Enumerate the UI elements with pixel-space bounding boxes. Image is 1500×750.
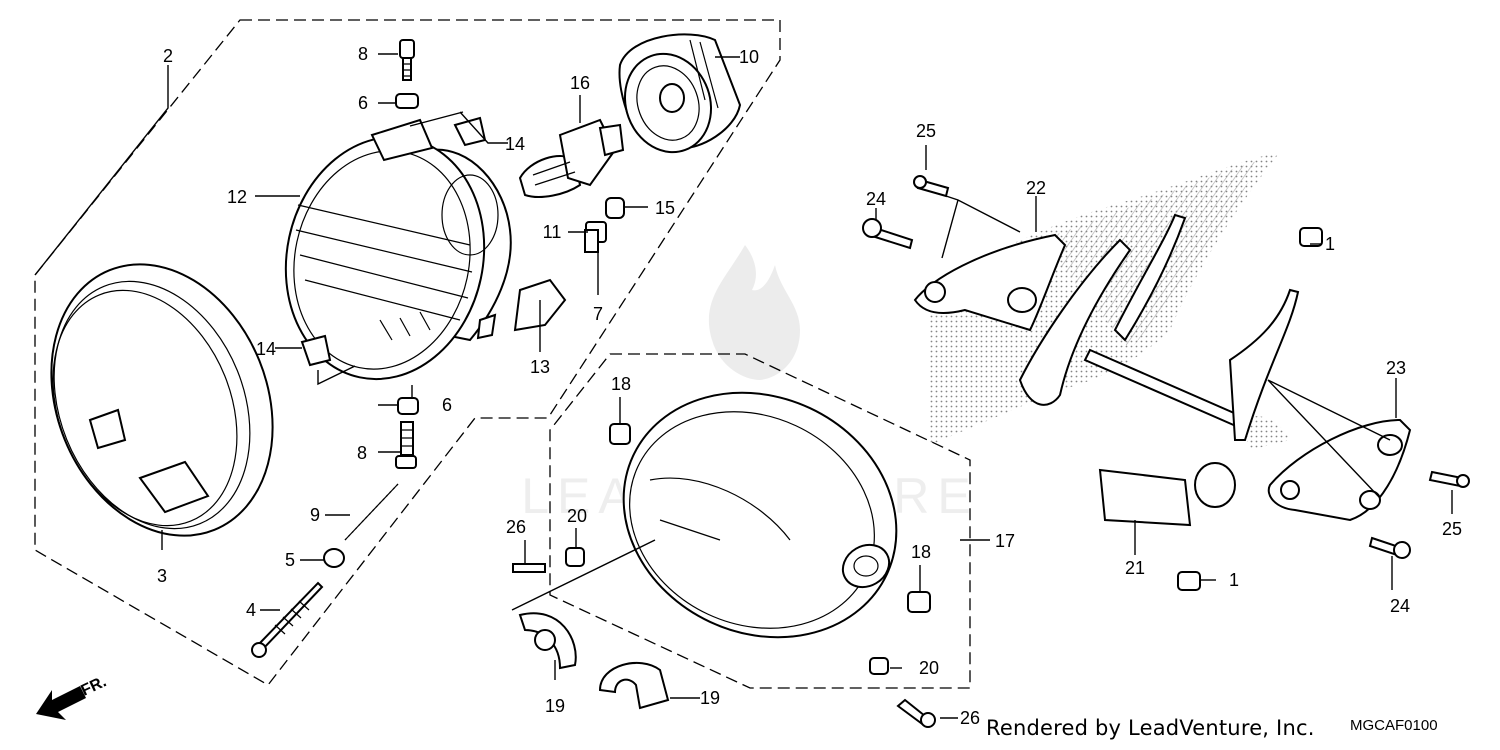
front-indicator: FR. [36,673,109,720]
callout-6-bottom: 6 [442,395,452,415]
callout-18-bottom: 18 [911,542,931,562]
callout-3: 3 [157,566,167,586]
callout-20-top: 20 [567,506,587,526]
callout-17: 17 [995,531,1015,551]
callout-8-bottom: 8 [357,443,367,463]
wire-clamps [518,612,670,710]
callout-4: 4 [246,600,256,620]
callout-14-bottom: 14 [256,339,276,359]
adjusting-screw [251,581,324,658]
callout-22: 22 [1026,178,1046,198]
callout-20-bottom: 20 [919,658,939,678]
callout-19-left: 19 [545,696,565,716]
headlight-case [512,391,936,728]
callout-23: 23 [1386,358,1406,378]
callout-9: 9 [310,505,320,525]
callout-5: 5 [285,550,295,570]
callout-13: 13 [530,357,550,377]
callout-2: 2 [163,46,173,66]
headlight-unit [284,118,512,381]
front-arrow-icon [36,686,86,720]
callout-26-top: 26 [506,517,526,537]
callout-1-bottom: 1 [1229,570,1239,590]
credit-text: Rendered by LeadVenture, Inc. [986,716,1315,740]
callout-6-top: 6 [358,93,368,113]
callout-14-top: 14 [505,134,525,154]
callout-1-top: 1 [1325,234,1335,254]
callout-25-bottom: 25 [1442,519,1462,539]
callout-7: 7 [593,304,603,324]
callout-21: 21 [1125,558,1145,578]
callout-24-bottom: 24 [1390,596,1410,616]
watermark-flame-icon [708,245,800,380]
bulb [518,118,625,198]
callout-25-top: 25 [916,121,936,141]
callout-15: 15 [655,198,675,218]
headlight-bracket [862,175,1470,591]
callout-26-bottom: 26 [960,708,980,728]
callout-18-top: 18 [611,374,631,394]
callout-19-right: 19 [700,688,720,708]
callout-8-top: 8 [358,44,368,64]
adjusting-spring [344,483,399,541]
front-indicator-label: FR. [79,673,110,699]
callouts: 2 3 8 6 12 14 14 6 8 9 5 4 10 16 15 11 7… [157,44,1462,728]
headlight-rim [50,263,274,537]
diagram-code: MGCAF0100 [1350,717,1438,734]
callout-24-top: 24 [866,189,886,209]
socket-cover [618,33,742,154]
callout-16: 16 [570,73,590,93]
callout-10: 10 [739,47,759,67]
group-outline-case [549,353,971,689]
callout-11: 11 [543,222,562,242]
leader-lines [34,53,1453,719]
callout-12: 12 [227,187,247,207]
